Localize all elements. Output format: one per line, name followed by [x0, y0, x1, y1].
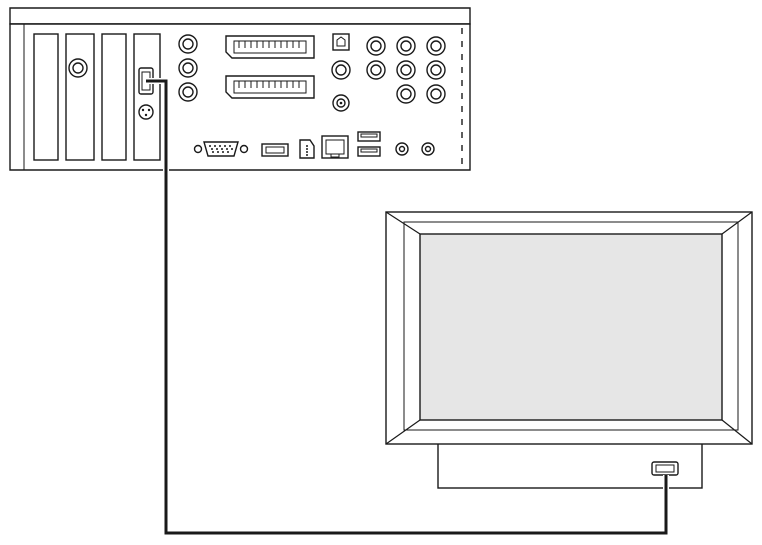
coax-port — [332, 94, 350, 112]
rca-jacks-left — [178, 34, 198, 102]
tv-bezel-bevel — [385, 211, 753, 445]
tv-screen — [419, 233, 723, 421]
expansion-slots — [33, 33, 161, 161]
slot-cover — [133, 33, 161, 161]
audio-jacks — [395, 142, 435, 156]
esata-port — [261, 143, 289, 157]
rca-jack — [331, 60, 351, 80]
slot-screw — [68, 58, 88, 78]
slot-cover — [33, 33, 59, 161]
slot-cover — [101, 33, 127, 161]
cable-connection — [146, 78, 669, 536]
s-video-port — [138, 104, 154, 120]
rca-jacks-right — [366, 36, 446, 104]
vga-port — [193, 141, 249, 157]
usb-ports — [357, 131, 381, 157]
slot-cover — [65, 33, 95, 161]
ethernet-port — [321, 135, 349, 159]
tv-hdmi-port[interactable] — [651, 461, 679, 476]
firewire-port — [299, 139, 315, 159]
pc-rear-panel — [9, 7, 471, 171]
scart-port — [225, 75, 315, 99]
scart-port — [225, 35, 315, 59]
optical-port — [332, 33, 350, 51]
tv-display — [385, 211, 753, 489]
